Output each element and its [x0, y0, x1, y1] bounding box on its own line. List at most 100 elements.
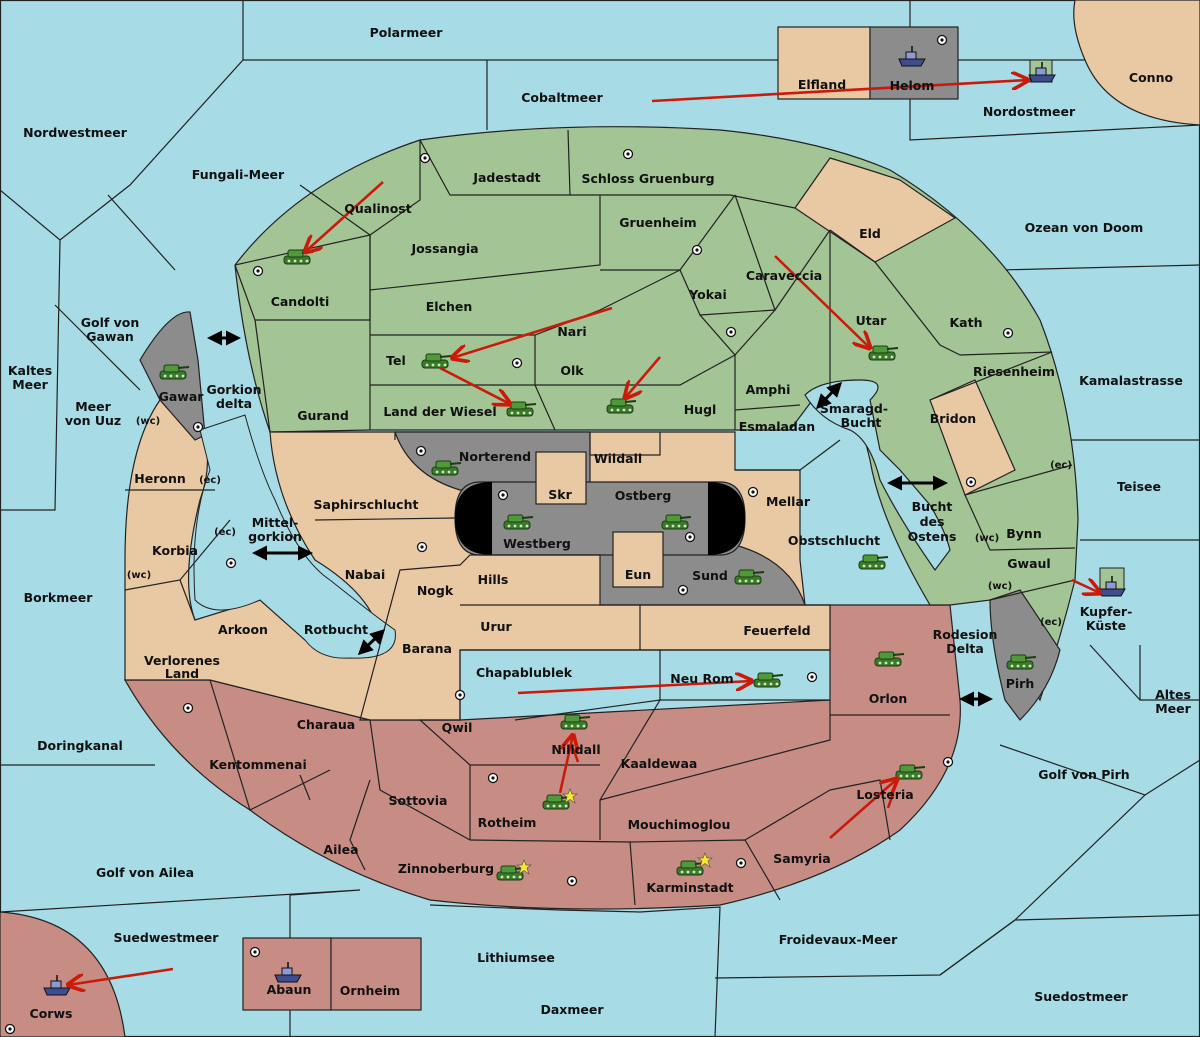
land-label: Ostberg — [615, 488, 672, 503]
supply-center-icon — [735, 857, 747, 869]
supply-center-icon — [419, 152, 431, 164]
sea-label: Smaragd- — [820, 401, 888, 416]
sea-label: Mittel- — [252, 515, 299, 530]
land-label: Mellar — [766, 494, 811, 509]
supply-center-icon — [192, 421, 204, 433]
region-skr[interactable] — [535, 451, 587, 505]
sea-label: Meer — [12, 377, 48, 392]
land-label: Zinnoberburg — [398, 861, 494, 876]
coast-label: (ec) — [214, 527, 236, 538]
land-label: Elfland — [798, 77, 846, 92]
order-arrows — [68, 80, 1100, 985]
land-label: Orlon — [869, 691, 908, 706]
water-mittelgorkion — [193, 414, 396, 659]
land-label: Karminstadt — [646, 880, 733, 895]
land-label: Olk — [560, 363, 584, 378]
coast-label: (ec) — [1040, 617, 1062, 628]
region-elfland[interactable] — [777, 26, 871, 100]
region-eun[interactable] — [612, 531, 664, 588]
supply-center-icon — [622, 148, 634, 160]
region-tan-base — [124, 399, 831, 721]
land-label: Norterend — [459, 449, 531, 464]
land-label: Wildall — [594, 451, 642, 466]
land-label: Utar — [856, 313, 888, 328]
sea-label: Golf von Pirh — [1038, 767, 1129, 782]
land-label: Land der Wiesel — [383, 404, 496, 419]
sea-label: Lithiumsee — [477, 950, 555, 965]
tank-icon — [159, 364, 190, 380]
coast-label: (wc) — [136, 416, 160, 427]
supply-center-icon — [182, 702, 194, 714]
land-label: Kentommenai — [209, 757, 307, 772]
tank-icon — [661, 514, 692, 530]
land-label: Riesenheim — [973, 364, 1055, 379]
sea-label: Meer — [75, 399, 111, 414]
supply-center-icon — [942, 756, 954, 768]
convoy-arrows — [207, 330, 993, 707]
sea-label: des — [920, 514, 945, 529]
supply-center-icon — [677, 584, 689, 596]
supply-center-icon — [225, 557, 237, 569]
capsule-right-end — [708, 482, 745, 555]
supply-center-icon — [511, 357, 523, 369]
sea-label: Kaltes — [8, 363, 52, 378]
sea-label: Gawan — [86, 329, 134, 344]
supply-center-icon — [249, 946, 261, 958]
region-ornheim[interactable] — [330, 937, 422, 1011]
sea-label: Froidevaux-Meer — [779, 932, 898, 947]
land-label: Corws — [30, 1006, 73, 1021]
tank-icon — [868, 345, 899, 361]
land-label: Esmaladan — [739, 419, 815, 434]
land-label: Ailea — [323, 842, 358, 857]
supply-center-icon — [497, 489, 509, 501]
sea-label: Cobaltmeer — [521, 90, 603, 105]
sea-label: Nordostmeer — [983, 104, 1076, 119]
tank-icon — [503, 514, 534, 530]
land-label: Gurand — [297, 408, 349, 423]
land-label: Samyria — [773, 851, 831, 866]
land-label: Barana — [402, 641, 452, 656]
region-corws[interactable] — [0, 911, 126, 1037]
tank-icon — [283, 249, 314, 265]
land-label: Verlorenes — [144, 653, 220, 668]
tank-icon — [1006, 654, 1037, 670]
land-label: Caraveccia — [746, 268, 822, 283]
sea-label: Suedwestmeer — [114, 930, 220, 945]
sea-label: Teisee — [1117, 479, 1161, 494]
land-label: Nilldall — [551, 742, 600, 757]
sea-label: Kupfer- — [1080, 604, 1133, 619]
sea-label: Küste — [1086, 618, 1126, 633]
coast-label: (ec) — [199, 475, 221, 486]
land-label: Skr — [548, 487, 572, 502]
region-bridon[interactable] — [929, 379, 1016, 496]
supply-center-icon — [936, 34, 948, 46]
land-labels: Conno Elfland Helom Qualinost Jadestadt … — [30, 70, 1174, 1021]
land-label: Rotheim — [478, 815, 537, 830]
sea-label: Nordwestmeer — [23, 125, 128, 140]
tank-icon — [895, 764, 926, 780]
land-label: Eld — [859, 226, 881, 241]
region-eld[interactable] — [794, 157, 957, 263]
supply-center-icon — [806, 671, 818, 683]
supply-center-icon — [415, 445, 427, 457]
supply-center-icon — [747, 486, 759, 498]
tank-icon — [606, 398, 637, 414]
coast-label: (wc) — [975, 533, 999, 544]
region-conno[interactable] — [1073, 0, 1200, 126]
land-label: Yokai — [688, 287, 727, 302]
land-label: Urur — [480, 619, 512, 634]
coast-labels: (wc) (ec) (ec) (wc) (ec) (wc) (wc) (ec) — [127, 416, 1072, 628]
sea-label: Daxmeer — [540, 1002, 604, 1017]
sea-label: Delta — [946, 641, 984, 656]
sea-label: Doringkanal — [37, 738, 123, 753]
sea-label: gorkion — [248, 529, 302, 544]
land-label: Heronn — [134, 471, 186, 486]
land-label: Neu Rom — [670, 671, 733, 686]
tank-icon — [858, 554, 889, 570]
sea-label: Ozean von Doom — [1025, 220, 1144, 235]
land-label: Kath — [950, 315, 983, 330]
land-label: Losteria — [856, 787, 913, 802]
land-label: Pirh — [1006, 676, 1035, 691]
land-label: Schloss Gruenburg — [581, 171, 714, 186]
